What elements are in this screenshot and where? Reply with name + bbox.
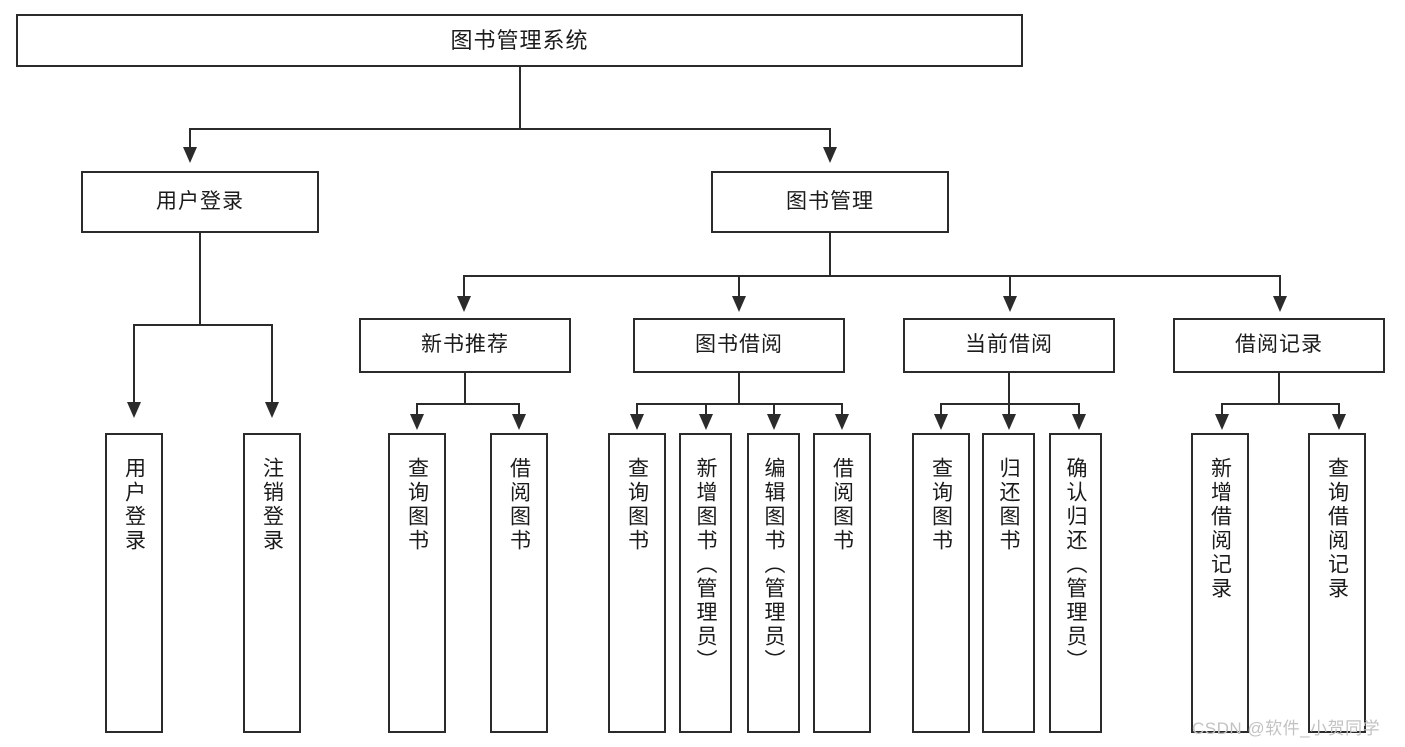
leaf-query-book-current[interactable]: 查询图书 bbox=[912, 433, 970, 733]
arrow-borrowrecord-to-leaf-1 bbox=[1215, 414, 1229, 430]
connector-currentborrow-trunk bbox=[1008, 373, 1010, 404]
node-book-borrow[interactable]: 图书借阅 bbox=[633, 318, 845, 373]
leaf-borrow-book[interactable]: 借阅图书 bbox=[813, 433, 871, 733]
node-label: 当前借阅 bbox=[965, 333, 1053, 357]
leaf-query-book-borrow[interactable]: 查询图书 bbox=[608, 433, 666, 733]
node-label: 图书管理 bbox=[786, 189, 874, 213]
node-label: 归还图书 bbox=[997, 457, 1020, 553]
node-label: 注销登录 bbox=[260, 457, 284, 553]
node-label: 用户登录 bbox=[122, 457, 146, 553]
arrow-borrowrecord-to-leaf-2 bbox=[1332, 414, 1346, 430]
connector-bookmanage-bar bbox=[464, 275, 1281, 277]
node-label: 查询借阅记录 bbox=[1325, 457, 1349, 601]
node-label: 查询图书 bbox=[625, 457, 649, 553]
arrow-currentborrow-to-leaf-3 bbox=[1072, 414, 1086, 430]
arrow-bookmanage-to-current-borrow bbox=[1003, 296, 1017, 312]
leaf-logout-login[interactable]: 注销登录 bbox=[243, 433, 301, 733]
connector-bookborrow-drop-3 bbox=[773, 403, 775, 415]
node-book-management[interactable]: 图书管理 bbox=[711, 171, 949, 233]
arrow-newbook-to-leaf-2 bbox=[512, 414, 526, 430]
leaf-edit-book-admin[interactable]: 编辑图书（管理员） bbox=[747, 433, 800, 733]
connector-bookmanage-drop-4 bbox=[1279, 275, 1281, 297]
arrow-bookmanage-to-borrow-record bbox=[1273, 296, 1287, 312]
arrow-bookmanage-to-book-borrow bbox=[732, 296, 746, 312]
arrow-bookborrow-to-leaf-1 bbox=[630, 414, 644, 430]
connector-bookborrow-drop-4 bbox=[841, 403, 843, 415]
leaf-borrow-book-recommend[interactable]: 借阅图书 bbox=[490, 433, 548, 733]
connector-root-trunk bbox=[519, 67, 521, 129]
arrow-userlogin-to-leaf-1 bbox=[127, 402, 141, 418]
arrow-bookborrow-to-leaf-4 bbox=[835, 414, 849, 430]
connector-bookborrow-drop-2 bbox=[705, 403, 707, 415]
node-label: 用户登录 bbox=[156, 189, 244, 213]
connector-userlogin-bar bbox=[134, 324, 273, 326]
node-label: 查询图书 bbox=[929, 457, 953, 553]
connector-bookmanage-drop-2 bbox=[738, 275, 740, 297]
connector-bookborrow-trunk bbox=[738, 373, 740, 404]
arrow-currentborrow-to-leaf-1 bbox=[934, 414, 948, 430]
node-label: 借阅图书 bbox=[507, 457, 531, 553]
node-label: 新书推荐 bbox=[421, 333, 509, 357]
connector-currentborrow-bar bbox=[941, 403, 1080, 405]
leaf-add-borrow-record[interactable]: 新增借阅记录 bbox=[1191, 433, 1249, 733]
arrow-newbook-to-leaf-1 bbox=[410, 414, 424, 430]
arrow-root-to-user-login bbox=[183, 147, 197, 163]
node-label: 确认归还（管理员） bbox=[1064, 457, 1087, 673]
node-label: 图书管理系统 bbox=[450, 27, 589, 53]
node-borrow-record[interactable]: 借阅记录 bbox=[1173, 318, 1385, 373]
connector-newbook-drop-1 bbox=[416, 403, 418, 415]
node-label: 新增借阅记录 bbox=[1208, 457, 1232, 601]
leaf-query-borrow-record[interactable]: 查询借阅记录 bbox=[1308, 433, 1366, 733]
connector-root-bar bbox=[190, 128, 831, 130]
leaf-add-book-admin[interactable]: 新增图书（管理员） bbox=[679, 433, 732, 733]
node-new-book-recommend[interactable]: 新书推荐 bbox=[359, 318, 571, 373]
node-root-system[interactable]: 图书管理系统 bbox=[16, 14, 1023, 67]
leaf-return-book[interactable]: 归还图书 bbox=[982, 433, 1035, 733]
connector-bookmanage-drop-3 bbox=[1009, 275, 1011, 297]
node-label: 编辑图书（管理员） bbox=[762, 457, 785, 673]
connector-borrowrecord-drop-2 bbox=[1338, 403, 1340, 415]
connector-currentborrow-drop-3 bbox=[1078, 403, 1080, 415]
leaf-query-book-recommend[interactable]: 查询图书 bbox=[388, 433, 446, 733]
node-label: 借阅图书 bbox=[830, 457, 854, 553]
connector-userlogin-drop-1 bbox=[133, 324, 135, 403]
node-user-login[interactable]: 用户登录 bbox=[81, 171, 319, 233]
connector-userlogin-trunk bbox=[199, 233, 201, 325]
arrow-bookborrow-to-leaf-3 bbox=[767, 414, 781, 430]
connector-newbook-trunk bbox=[464, 373, 466, 404]
node-label: 查询图书 bbox=[405, 457, 429, 553]
connector-borrowrecord-trunk bbox=[1278, 373, 1280, 404]
connector-borrowrecord-drop-1 bbox=[1221, 403, 1223, 415]
arrow-bookmanage-to-new-book bbox=[457, 296, 471, 312]
leaf-confirm-return-admin[interactable]: 确认归还（管理员） bbox=[1049, 433, 1102, 733]
connector-userlogin-drop-2 bbox=[271, 324, 273, 403]
arrow-currentborrow-to-leaf-2 bbox=[1002, 414, 1016, 430]
connector-bookborrow-drop-1 bbox=[636, 403, 638, 415]
connector-currentborrow-drop-2 bbox=[1008, 403, 1010, 415]
connector-bookborrow-bar bbox=[637, 403, 843, 405]
connector-currentborrow-drop-1 bbox=[940, 403, 942, 415]
connector-root-drop-2 bbox=[829, 128, 831, 148]
leaf-user-login[interactable]: 用户登录 bbox=[105, 433, 163, 733]
connector-newbook-bar bbox=[417, 403, 520, 405]
node-label: 新增图书（管理员） bbox=[694, 457, 717, 673]
node-label: 图书借阅 bbox=[695, 333, 783, 357]
arrow-bookborrow-to-leaf-2 bbox=[699, 414, 713, 430]
connector-bookmanage-drop-1 bbox=[463, 275, 465, 297]
node-label: 借阅记录 bbox=[1235, 333, 1323, 357]
connector-borrowrecord-bar bbox=[1222, 403, 1340, 405]
node-current-borrow[interactable]: 当前借阅 bbox=[903, 318, 1115, 373]
arrow-userlogin-to-leaf-2 bbox=[265, 402, 279, 418]
connector-bookmanage-trunk bbox=[829, 233, 831, 276]
connector-newbook-drop-2 bbox=[518, 403, 520, 415]
connector-root-drop-1 bbox=[189, 128, 191, 148]
arrow-root-to-book-manage bbox=[823, 147, 837, 163]
